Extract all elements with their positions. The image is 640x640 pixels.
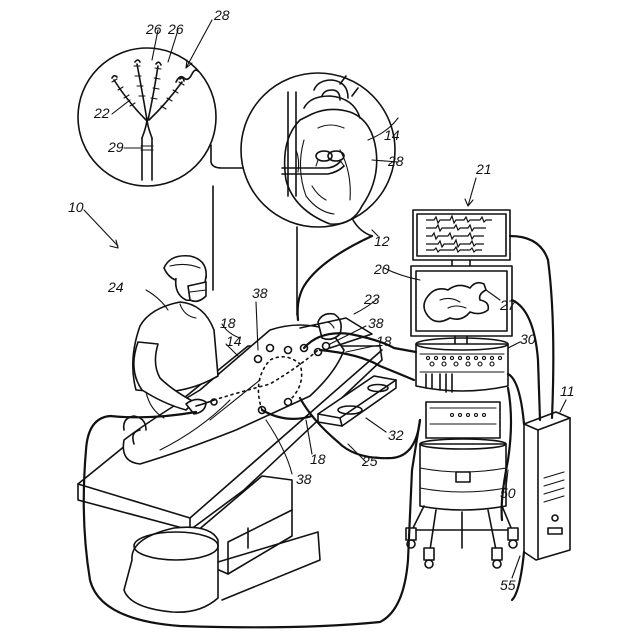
label-18-right: 18 bbox=[376, 333, 392, 349]
label-24: 24 bbox=[107, 279, 124, 295]
label-26-b: 26 bbox=[167, 21, 184, 37]
label-50: 50 bbox=[500, 485, 516, 501]
label-11: 11 bbox=[560, 383, 575, 399]
label-21: 21 bbox=[475, 161, 492, 177]
label-38-right: 38 bbox=[368, 315, 384, 331]
heart-inset bbox=[241, 73, 395, 236]
label-26-a: 26 bbox=[145, 21, 162, 37]
label-28-inset: 28 bbox=[213, 7, 230, 23]
label-38-bottom: 38 bbox=[296, 471, 312, 487]
label-18-left: 18 bbox=[220, 315, 236, 331]
label-25: 25 bbox=[361, 453, 378, 469]
label-14-hand: 14 bbox=[226, 333, 242, 349]
equipment-cart bbox=[406, 338, 518, 568]
label-20: 20 bbox=[373, 261, 390, 277]
label-55: 55 bbox=[500, 577, 516, 593]
label-32: 32 bbox=[388, 427, 404, 443]
label-29: 29 bbox=[107, 139, 124, 155]
label-18-bottom: 18 bbox=[310, 451, 326, 467]
label-22: 22 bbox=[93, 105, 110, 121]
label-27: 27 bbox=[499, 297, 517, 313]
label-28-heart: 28 bbox=[387, 153, 404, 169]
label-12: 12 bbox=[374, 233, 390, 249]
label-38-top: 38 bbox=[252, 285, 268, 301]
map-monitor bbox=[411, 266, 512, 336]
label-23: 23 bbox=[363, 291, 380, 307]
label-10: 10 bbox=[68, 199, 84, 215]
ecg-monitor bbox=[413, 210, 510, 266]
label-14-heart: 14 bbox=[384, 127, 400, 143]
label-30: 30 bbox=[520, 331, 536, 347]
console-tower bbox=[524, 412, 570, 560]
